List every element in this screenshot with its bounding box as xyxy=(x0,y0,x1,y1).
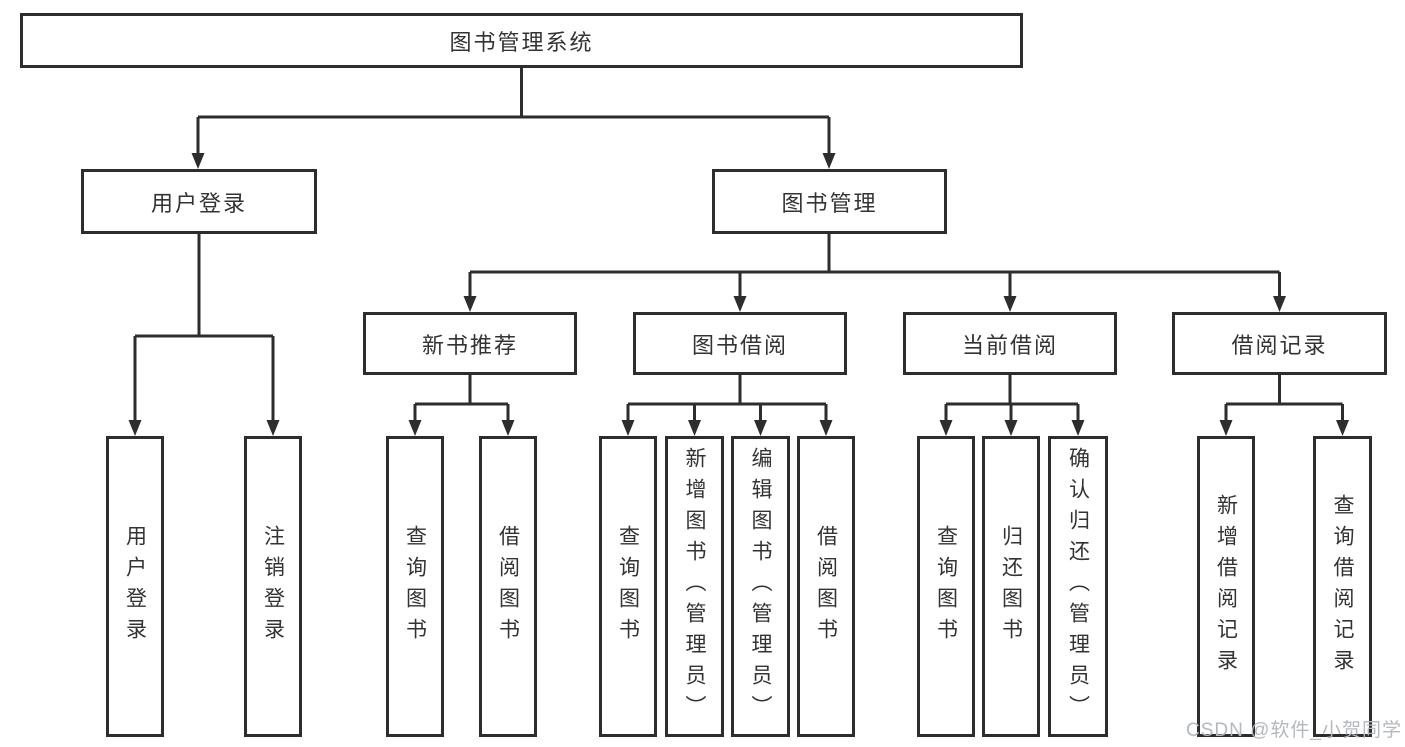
node-label: 查询图书 xyxy=(616,524,640,649)
leaf-query-borrow-record: 查询借阅记录 xyxy=(1313,436,1372,737)
root-label: 图书管理系统 xyxy=(449,29,594,55)
book-borrow-box: 图书借阅 xyxy=(633,312,847,375)
connector-book-management xyxy=(468,234,1281,299)
arrowhead xyxy=(266,420,280,436)
node-label: 用户登录 xyxy=(123,524,147,649)
node-label: 注销登录 xyxy=(261,524,285,649)
arrowhead xyxy=(463,296,477,312)
arrowhead xyxy=(822,153,836,169)
arrowhead xyxy=(128,420,142,436)
node-label: 查询借阅记录 xyxy=(1331,493,1354,680)
arrowhead xyxy=(1003,296,1017,312)
leaf-add-book-admin: 新增图书（管理员） xyxy=(665,436,724,737)
connector-borrow-record xyxy=(1224,375,1344,423)
leaf-logout: 注销登录 xyxy=(244,436,302,737)
arrowhead xyxy=(1336,420,1349,436)
node-label: 借阅图书 xyxy=(496,524,520,649)
leaf-borrow-books: 借阅图书 xyxy=(797,436,855,737)
leaf-borrow-books-recommend: 借阅图书 xyxy=(479,436,537,737)
user-login-box: 用户登录 xyxy=(81,169,317,234)
node-label: 新书推荐 xyxy=(421,332,518,358)
arrowhead xyxy=(1071,420,1085,436)
connector-book-borrow xyxy=(626,375,828,423)
leaf-query-books-borrow: 查询图书 xyxy=(599,436,657,737)
book-management-box: 图书管理 xyxy=(712,169,947,234)
arrowhead xyxy=(733,296,747,312)
arrowhead xyxy=(688,420,701,436)
arrowhead xyxy=(1273,296,1286,312)
leaf-edit-book-admin: 编辑图书（管理员） xyxy=(731,436,790,737)
connector-current-borrow xyxy=(944,375,1080,423)
node-label: 归还图书 xyxy=(999,524,1023,649)
arrowhead xyxy=(939,420,953,436)
node-label: 图书借阅 xyxy=(691,332,788,358)
arrowhead xyxy=(819,420,833,436)
root-box: 图书管理系统 xyxy=(20,13,1023,68)
connector-new-book-recommend xyxy=(413,375,510,423)
leaf-return-books: 归还图书 xyxy=(982,436,1040,737)
node-label: 用户登录 xyxy=(150,190,247,216)
node-label: 借阅记录 xyxy=(1231,332,1328,358)
new-book-recommend-box: 新书推荐 xyxy=(363,312,577,375)
arrowhead xyxy=(1219,420,1233,436)
arrowhead xyxy=(408,420,422,436)
borrow-record-box: 借阅记录 xyxy=(1172,312,1387,375)
node-label: 新增图书（管理员） xyxy=(683,447,706,726)
csdn-watermark: CSDN @软件_小贺同学 xyxy=(1186,720,1402,741)
node-label: 图书管理 xyxy=(781,190,878,216)
leaf-query-books-current: 查询图书 xyxy=(917,436,975,737)
arrowhead xyxy=(621,420,635,436)
arrowhead xyxy=(1004,420,1018,436)
node-label: 当前借阅 xyxy=(961,332,1058,358)
node-label: 查询图书 xyxy=(403,524,427,649)
node-label: 查询图书 xyxy=(934,524,958,649)
node-label: 编辑图书（管理员） xyxy=(749,447,772,726)
node-label: 新增借阅记录 xyxy=(1214,493,1238,680)
leaf-query-books-recommend: 查询图书 xyxy=(386,436,444,737)
arrowhead xyxy=(501,420,515,436)
arrowhead xyxy=(754,420,767,436)
connector-user-login xyxy=(133,234,275,423)
leaf-user-login: 用户登录 xyxy=(106,436,164,737)
current-borrow-box: 当前借阅 xyxy=(903,312,1117,375)
node-label: 借阅图书 xyxy=(814,524,838,649)
node-label: 确认归还（管理员） xyxy=(1066,447,1090,726)
leaf-confirm-return-admin: 确认归还（管理员） xyxy=(1048,436,1108,737)
arrowhead xyxy=(191,153,205,169)
leaf-add-borrow-record: 新增借阅记录 xyxy=(1197,436,1255,737)
connector-root xyxy=(196,68,831,156)
